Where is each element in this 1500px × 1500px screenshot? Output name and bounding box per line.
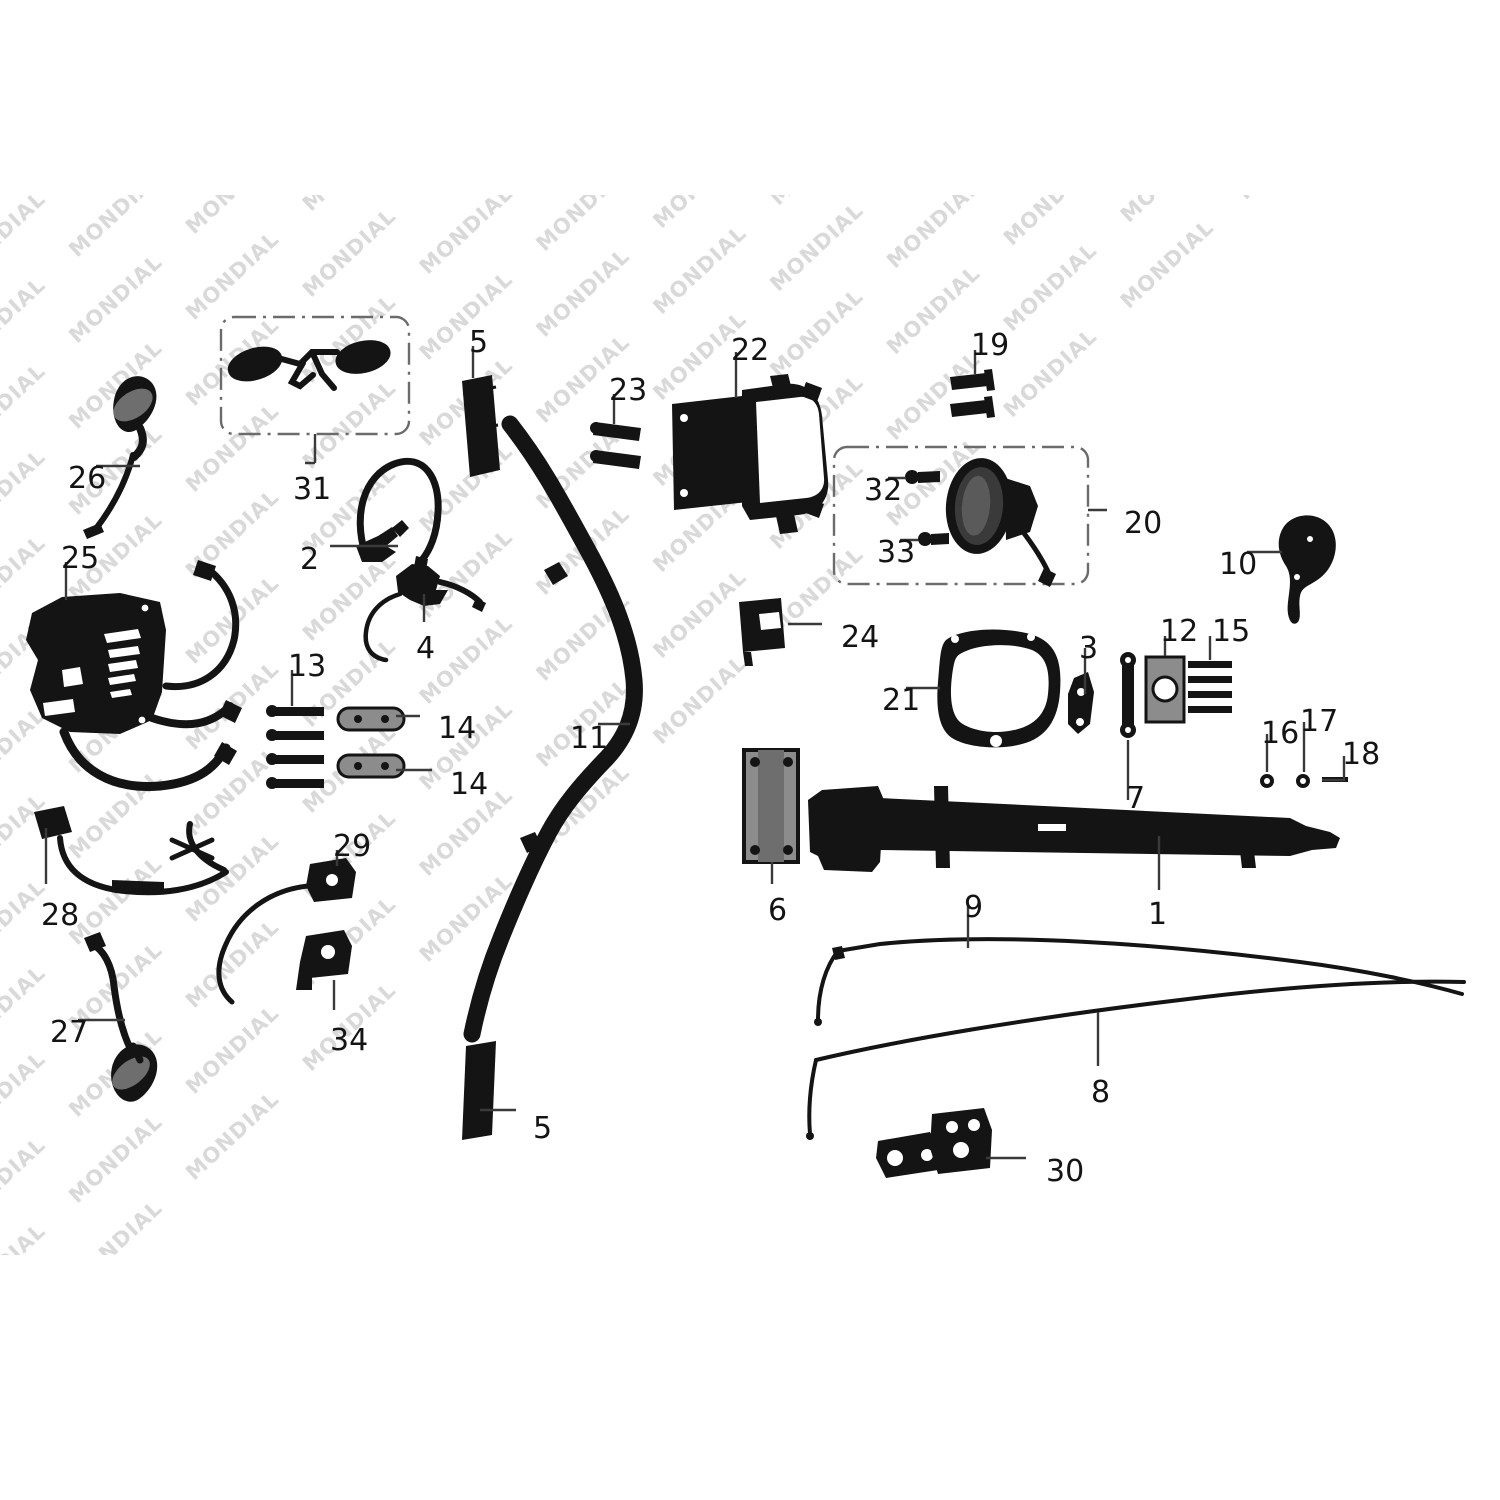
part-17-nut: [1296, 774, 1310, 788]
part-34-cable-bracket-lower: [296, 930, 352, 990]
callout-brake-lever-master-cylinder: 4: [416, 631, 436, 666]
callout-handlebar: 11: [570, 721, 609, 756]
part-30-mounting-plate: [876, 1108, 992, 1178]
callout-headlight-assembly-group: 20: [1124, 506, 1163, 541]
callout-horn: 10: [1219, 547, 1258, 582]
part-14-cable-guides: [336, 706, 406, 779]
part-26-mirror-right: [83, 376, 157, 539]
part-12-cable-clamp: [1144, 655, 1186, 724]
callout-spacer: 18: [1342, 737, 1381, 772]
callout-cable-clamp: 12: [1160, 614, 1199, 649]
callout-bolt-pair: 23: [609, 373, 648, 408]
callout-handlebar-clamp: 6: [768, 893, 788, 928]
part-11-handlebar: [463, 415, 643, 1043]
callout-mirror-set-group: 31: [293, 472, 332, 507]
part-10-horn: [1278, 515, 1336, 624]
part-31-mirror-set: [227, 340, 391, 391]
part-7-link-rod: [1120, 652, 1136, 738]
part-25-switch-housing: [26, 560, 242, 791]
callout-brake-cable: 9: [964, 890, 984, 925]
callout-mirror-left: 27: [50, 1015, 89, 1050]
part-5-grip-right: [462, 375, 500, 477]
callout-cable-bracket-lower: 34: [330, 1023, 369, 1058]
part-13-bolt-set: [266, 705, 324, 789]
callout-headlight-bezel-ring: 21: [882, 683, 921, 718]
part-24-relay: [739, 598, 785, 666]
part-21-headlight-bezel: [937, 629, 1061, 748]
leader-lines: [44, 346, 1346, 1160]
part-32-bulb-main: [905, 470, 940, 484]
part-6-handlebar-clamp: [742, 748, 800, 864]
callout-bracket-link: 3: [1079, 631, 1099, 666]
callout-steering-stem-fork-tube: 1: [1148, 897, 1168, 932]
callout-cable-bracket-upper: 29: [333, 829, 372, 864]
part-27-mirror-left: [84, 932, 158, 1102]
part-16-washer: [1260, 774, 1274, 788]
part-4-brake-lever: [363, 564, 486, 663]
callout-clutch-lever-assembly: 2: [300, 542, 320, 577]
part-22-plate-bracket: [672, 374, 829, 534]
part-29-cable-bracket-upper: [216, 858, 356, 1005]
part-8-throttle-cable: [806, 979, 1466, 1140]
callout-handlebar-grip-right: 5: [469, 325, 489, 360]
group-box-mirror-set: [219, 315, 411, 465]
part-2-clutch-lever: [356, 458, 442, 570]
callout-mirror-plate-bracket: 22: [731, 333, 770, 368]
callout-bolt-set: 13: [288, 649, 327, 684]
callout-nut: 17: [1300, 704, 1339, 739]
callout-wiring-harness-connector: 28: [41, 898, 80, 933]
callout-washer: 16: [1261, 716, 1300, 751]
part-5-grip-left: [462, 1041, 496, 1140]
callout-cable-guide-lower: 14: [450, 767, 489, 802]
callout-bolt-pack: 15: [1212, 614, 1251, 649]
callout-headlight-bulb-main: 32: [864, 473, 903, 508]
callout-switch-housing-assembly: 25: [61, 541, 100, 576]
callout-screw-pair: 19: [971, 328, 1010, 363]
part-3-bracket-link: [1068, 672, 1094, 734]
part-1-steering-stem: [808, 786, 1340, 872]
callout-link-rod: 7: [1126, 781, 1146, 816]
part-23-bolt-pair: [590, 422, 641, 469]
part-33-bulb-position: [918, 532, 949, 546]
callout-mirror-right: 26: [68, 461, 107, 496]
part-28-wiring-harness: [34, 806, 229, 896]
part-19-screw-pair: [950, 369, 995, 418]
callout-mounting-plate: 30: [1046, 1154, 1085, 1189]
part-9-brake-cable: [814, 937, 1464, 1026]
part-15-bolt-pack: [1188, 661, 1232, 713]
group-box-headlight: [832, 445, 1107, 586]
callout-relay-flasher: 24: [841, 620, 880, 655]
callout-throttle-cable: 8: [1091, 1075, 1111, 1110]
callout-handlebar-grip-left: 5: [533, 1111, 553, 1146]
callout-headlight-bulb-position: 33: [877, 535, 916, 570]
part-20-headlight: [945, 458, 1056, 587]
callout-cable-guide-upper: 14: [438, 711, 477, 746]
